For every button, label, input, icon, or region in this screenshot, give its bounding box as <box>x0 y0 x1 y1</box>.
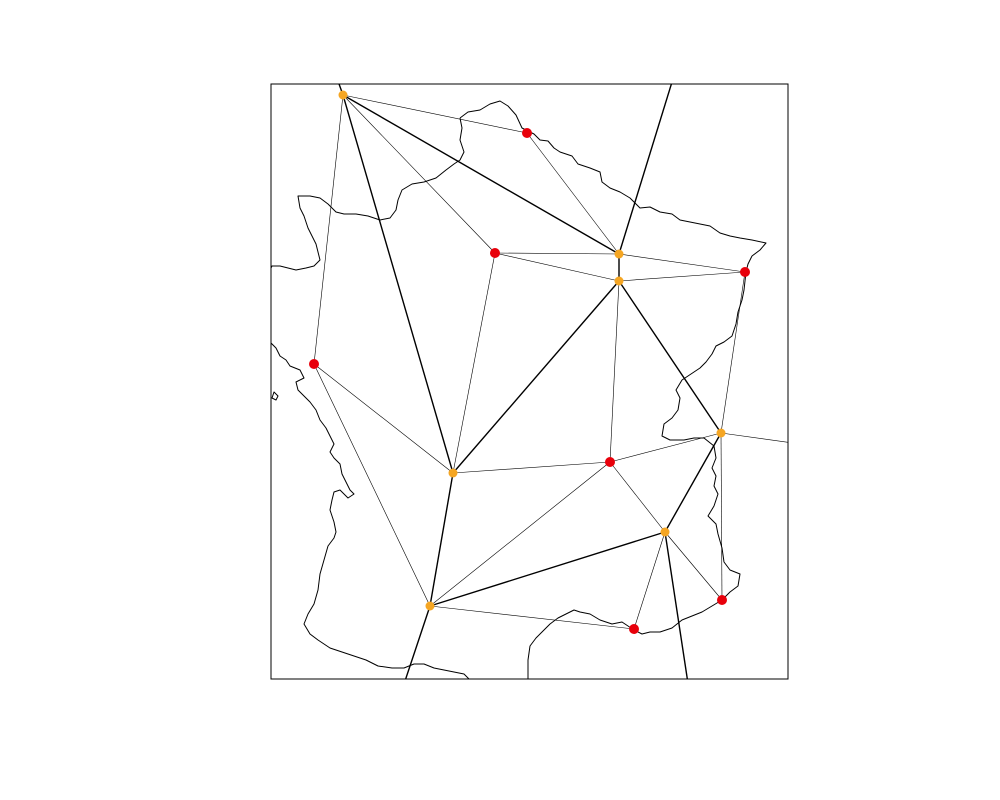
edge <box>618 253 746 273</box>
edge <box>429 461 611 607</box>
orange-node <box>614 249 624 259</box>
edge <box>313 94 344 365</box>
red-node <box>605 457 615 467</box>
network-nodes <box>309 90 750 634</box>
edge <box>526 132 620 255</box>
edge <box>342 94 454 474</box>
network-edges <box>313 84 788 679</box>
red-node <box>522 128 532 138</box>
edge <box>452 280 620 474</box>
edge <box>342 94 620 255</box>
orange-node <box>614 276 624 286</box>
red-node <box>740 267 750 277</box>
edge <box>452 461 611 474</box>
coastline-north <box>459 100 767 679</box>
coastline-island-noirmoutier <box>271 391 279 401</box>
edge <box>342 94 528 134</box>
coastline <box>271 100 767 679</box>
orange-node <box>425 601 435 611</box>
edge <box>618 280 722 434</box>
edge <box>609 432 722 463</box>
edge <box>404 605 431 679</box>
edge <box>664 531 723 601</box>
edge <box>429 605 635 630</box>
red-node <box>629 624 639 634</box>
coastline-west <box>271 117 470 679</box>
orange-node <box>660 527 670 537</box>
edge <box>494 252 620 282</box>
edge <box>452 252 496 474</box>
edge <box>342 94 496 254</box>
edge <box>429 531 666 607</box>
edge <box>609 280 620 463</box>
edge <box>494 252 620 255</box>
orange-node <box>448 468 458 478</box>
edge <box>664 432 722 533</box>
edge <box>720 271 746 434</box>
orange-node <box>338 90 348 100</box>
red-node <box>717 595 727 605</box>
map-frame <box>270 83 789 680</box>
edge <box>313 363 431 607</box>
edge <box>720 432 788 443</box>
edge <box>720 432 723 601</box>
edge <box>618 84 673 255</box>
red-node <box>309 359 319 369</box>
edge <box>429 472 454 607</box>
edge <box>618 271 746 282</box>
red-node <box>490 248 500 258</box>
edge <box>609 461 666 533</box>
orange-node <box>716 428 726 438</box>
edge <box>664 531 689 679</box>
edge <box>313 363 454 474</box>
edge <box>633 531 666 630</box>
